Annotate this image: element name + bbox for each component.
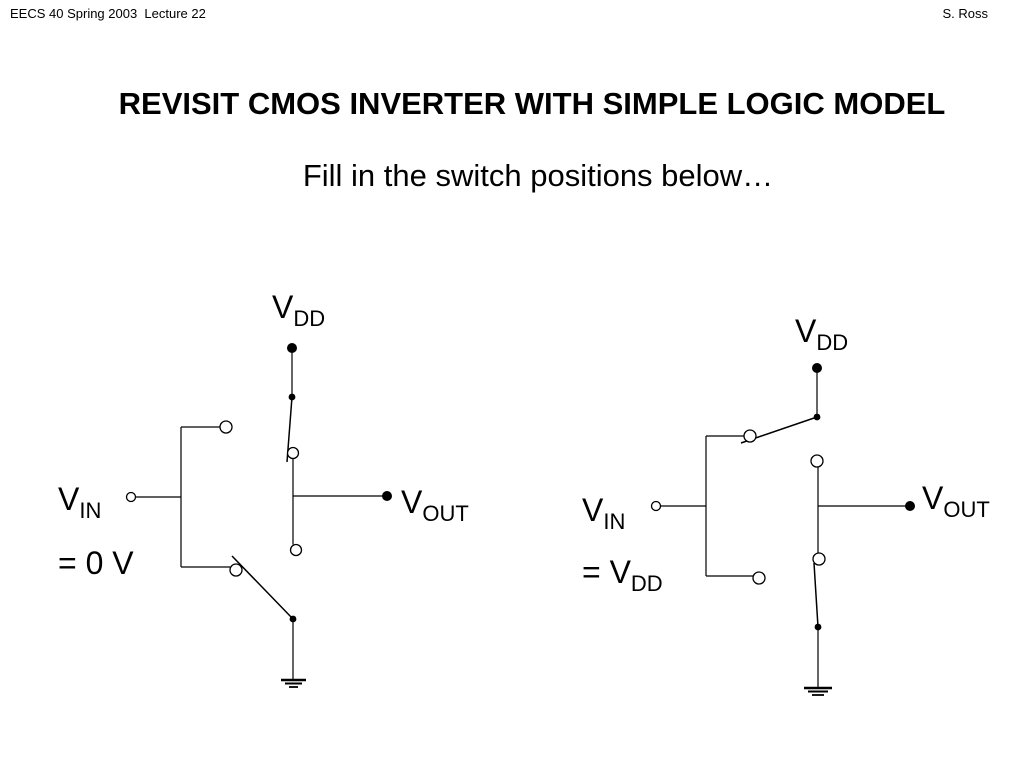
- pullup-contact-right: [810, 454, 824, 468]
- vin-label-left: VIN: [58, 481, 101, 523]
- pulldown-contact-right: [812, 552, 826, 566]
- vin-terminal-right: [650, 500, 662, 512]
- page-title: REVISIT CMOS INVERTER WITH SIMPLE LOGIC …: [118, 86, 946, 121]
- pulldown-switch-arm-left: [231, 555, 294, 620]
- circuit-left: VDD VOUT VIN = 0 V: [58, 289, 469, 688]
- pullup-contact-left: [286, 446, 300, 460]
- gate-up-control-right: [743, 429, 757, 443]
- ground-icon: [804, 686, 832, 696]
- vdd-label-right: VDD: [795, 313, 848, 355]
- gate-up-control-left: [219, 420, 233, 434]
- circuit-right: VDD VOUT VIN = VDD: [582, 313, 990, 696]
- header-author: S. Ross: [942, 6, 988, 21]
- vout-label-left: VOUT: [401, 484, 469, 526]
- vin-label-right: VIN: [582, 492, 625, 534]
- vout-label-right: VOUT: [922, 480, 990, 522]
- vout-node-right: [905, 501, 915, 511]
- header-course: EECS 40 Spring 2003 Lecture 22: [10, 6, 206, 21]
- page-subtitle: Fill in the switch positions below…: [302, 158, 774, 193]
- pulldown-switch-arm-right: [813, 562, 819, 628]
- vdd-label-left: VDD: [272, 289, 325, 331]
- vin-terminal-left: [125, 491, 137, 503]
- vout-node-left: [382, 491, 392, 501]
- vin-value-left: = 0 V: [58, 545, 134, 581]
- gate-down-control-left: [229, 563, 243, 577]
- vin-value-right: = VDD: [582, 554, 663, 596]
- ground-icon: [281, 678, 306, 688]
- gate-down-control-right: [752, 571, 766, 585]
- pulldown-contact-left: [289, 543, 303, 557]
